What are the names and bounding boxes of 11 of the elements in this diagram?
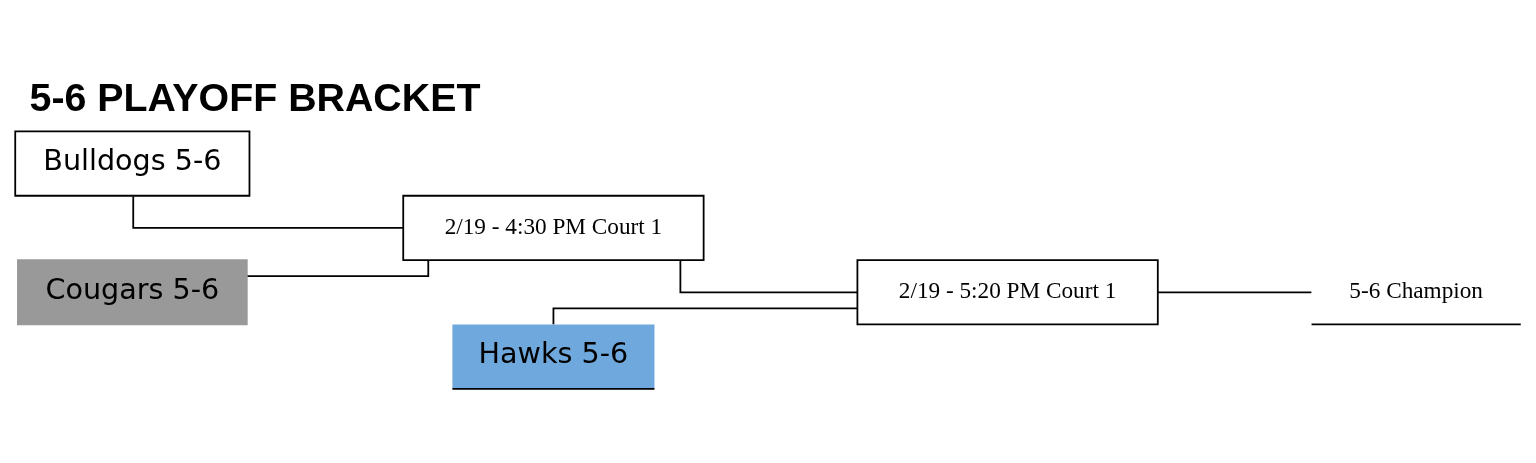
node-box: Bulldogs 5-6 bbox=[14, 130, 251, 197]
node-text: 5-6 Champion bbox=[1349, 277, 1483, 304]
connector bbox=[679, 259, 859, 294]
connector bbox=[132, 195, 404, 229]
node-box: 2/19 - 5:20 PM Court 1 bbox=[856, 259, 1159, 326]
connector bbox=[1157, 291, 1313, 294]
connector bbox=[552, 307, 858, 326]
node-box: Cougars 5-6 bbox=[17, 259, 248, 326]
connector bbox=[246, 259, 430, 278]
node-box: 2/19 - 4:30 PM Court 1 bbox=[402, 194, 705, 261]
diagram-title: 5-6 PLAYOFF BRACKET bbox=[29, 74, 481, 119]
